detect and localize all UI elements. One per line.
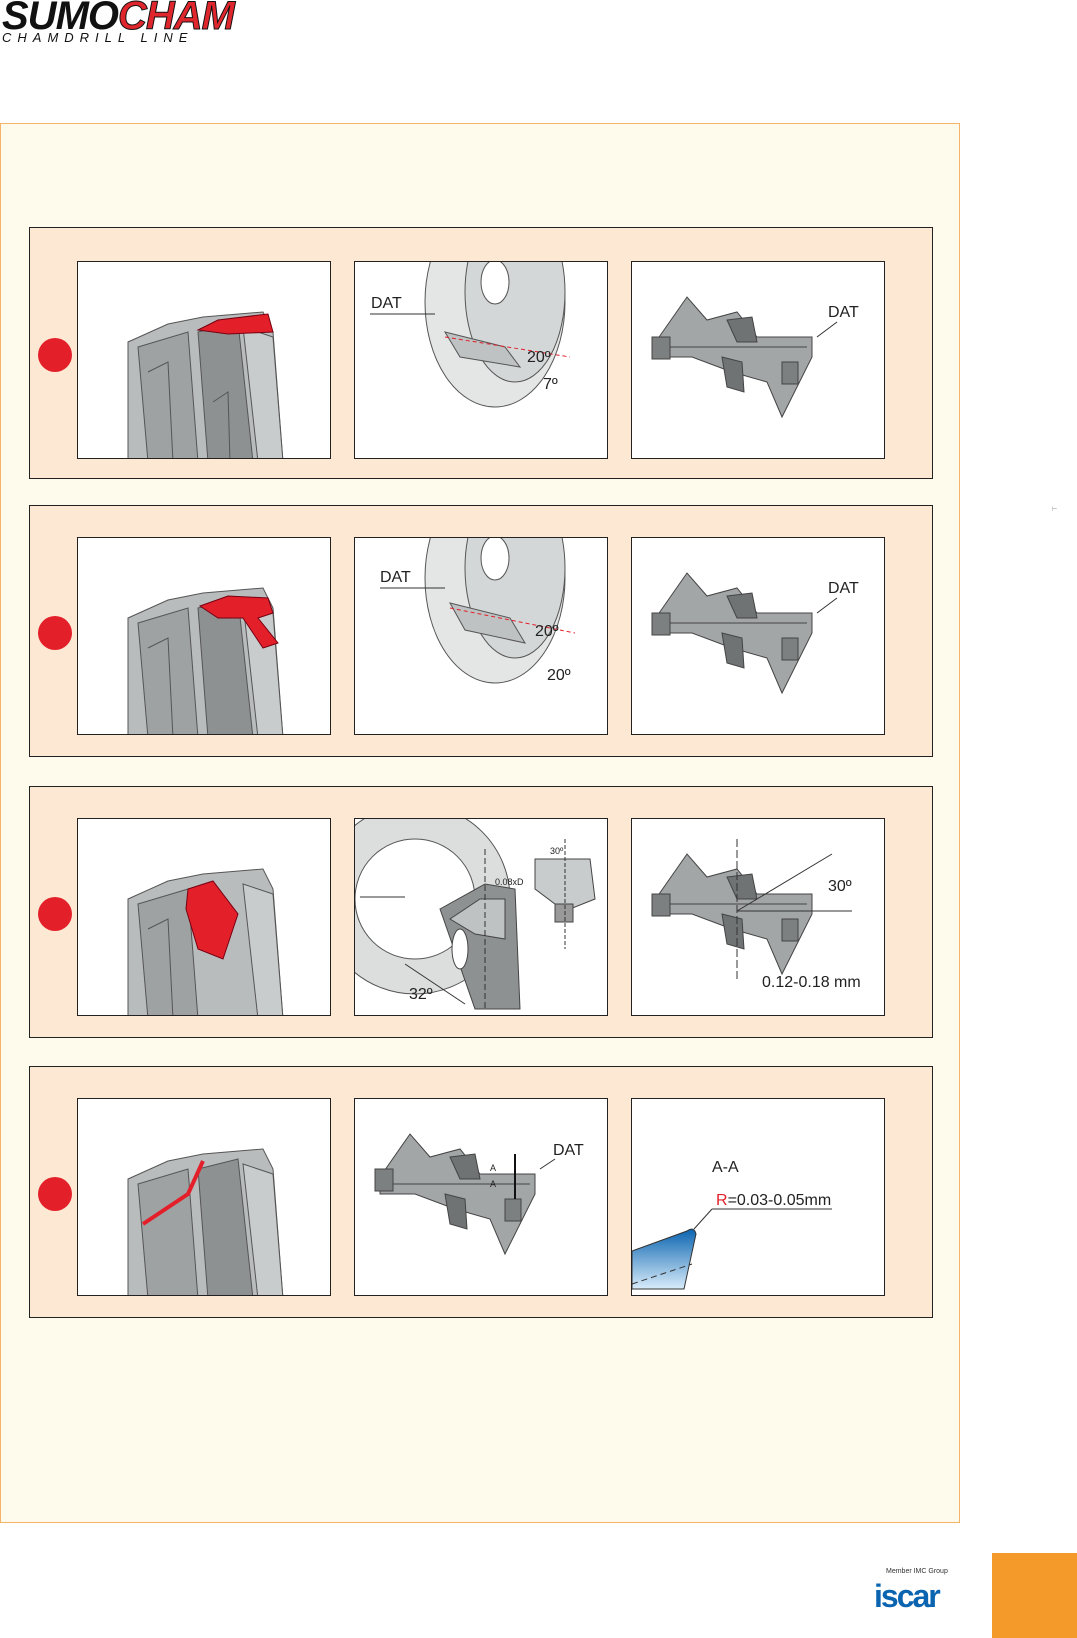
step-3-grinding-setup: 32º 30º 0.08xD — [354, 818, 608, 1016]
step-4-marker — [38, 1177, 72, 1211]
member-imc-text: Member IMC Group — [886, 1568, 948, 1575]
step-4-top-view: A A DAT — [354, 1098, 608, 1296]
radius-symbol: R — [716, 1192, 728, 1209]
grinding-wheel-illustration: DAT 20º 7º — [355, 262, 608, 459]
step-1: DAT 20º 7º DAT — [29, 227, 933, 479]
datum-label: DAT — [380, 569, 411, 586]
datum-label: DAT — [828, 304, 859, 321]
drill-tip-top-view: DAT — [632, 262, 885, 459]
offset-label: 0.08xD — [495, 877, 524, 887]
product-line-label: CHAMDRILL LINE — [2, 30, 193, 45]
datum-label: DAT — [828, 580, 859, 597]
step-2-tool-view — [77, 537, 331, 735]
company-wordmark: iscar — [874, 1578, 939, 1615]
grinding-wheel-illustration: DAT 20º 20º — [355, 538, 608, 735]
step-4-section-view: A-A R=0.03-0.05mm — [631, 1098, 885, 1296]
step-2-grinding-setup: DAT 20º 20º — [354, 537, 608, 735]
section-title: A-A — [712, 1159, 739, 1176]
step-3: 32º 30º 0.08xD 30º 0.12-0.18 mm — [29, 786, 933, 1038]
step-3-tool-view — [77, 818, 331, 1016]
step-1-tool-view — [77, 261, 331, 459]
section-label: A — [490, 1163, 496, 1173]
angle-label: 20º — [527, 349, 551, 366]
step-4-tool-view — [77, 1098, 331, 1296]
sumocham-logo: SUMOCHAM CHAMDRILL LINE — [0, 0, 240, 48]
drill-tip-top-view: A A DAT — [355, 1099, 608, 1296]
edge-section-illustration: A-A R=0.03-0.05mm — [632, 1099, 885, 1296]
angle-label: 7º — [543, 376, 558, 393]
step-1-grinding-setup: DAT 20º 7º — [354, 261, 608, 459]
drill-tip-top-view: 30º 0.12-0.18 mm — [632, 819, 885, 1016]
radius-value: =0.03-0.05mm — [728, 1192, 832, 1209]
section-label: A — [490, 1179, 496, 1189]
instructions-panel: DAT 20º 7º DAT — [0, 123, 960, 1523]
drill-tip-top-view: DAT — [632, 538, 885, 735]
angle-label: 20º — [535, 623, 559, 640]
drill-head-illustration — [78, 819, 331, 1016]
drill-head-illustration — [78, 538, 331, 735]
page-marker: ⊢ — [1052, 506, 1057, 513]
step-3-top-view: 30º 0.12-0.18 mm — [631, 818, 885, 1016]
drill-head-illustration — [78, 1099, 331, 1296]
step-4: A A DAT A-A R=0.03-0.05mm — [29, 1066, 933, 1318]
thickness-label: 0.12-0.18 mm — [762, 974, 861, 991]
step-2-top-view: DAT — [631, 537, 885, 735]
angle-label: 30º — [828, 878, 852, 895]
drill-head-illustration — [78, 262, 331, 459]
datum-label: DAT — [553, 1142, 584, 1159]
step-1-top-view: DAT — [631, 261, 885, 459]
datum-label: DAT — [371, 295, 402, 312]
radius-label: R=0.03-0.05mm — [716, 1192, 831, 1209]
step-2: DAT 20º 20º DAT — [29, 505, 933, 757]
angle-label: 30º — [550, 846, 564, 856]
grinding-wheel-illustration: 32º 30º 0.08xD — [355, 819, 608, 1016]
iscar-logo: Member IMC Group iscar — [866, 1568, 966, 1618]
step-1-marker — [38, 338, 72, 372]
step-3-marker — [38, 897, 72, 931]
angle-label: 32º — [409, 986, 433, 1003]
step-2-marker — [38, 616, 72, 650]
angle-label: 20º — [547, 667, 571, 684]
page-tab — [992, 1553, 1077, 1638]
